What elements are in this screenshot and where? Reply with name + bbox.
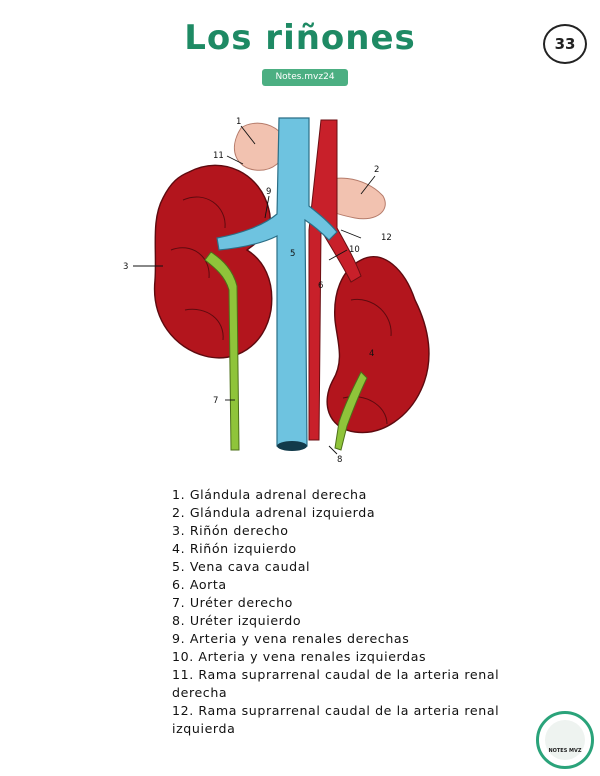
callout-1: 1 (236, 117, 241, 127)
legend-item: 9. Arteria y vena renales derechas (172, 631, 410, 646)
kidney-illustration: 1 2 3 4 5 6 7 8 9 10 11 12 (123, 117, 430, 465)
page-number: 33 (543, 24, 587, 64)
legend-item: 10. Arteria y vena renales izquierdas (172, 649, 427, 664)
callout-3: 3 (123, 262, 128, 272)
left-ureter (334, 371, 368, 451)
logo-emblem (545, 720, 585, 760)
author-tag: Notes.mvz24 (262, 69, 348, 86)
legend-item: 7. Uréter derecho (172, 595, 293, 610)
callout-5: 5 (290, 249, 295, 259)
right-ureter (204, 251, 240, 451)
logo-text: NOTES MVZ (548, 748, 582, 754)
notes-mvz-logo: NOTES MVZ (536, 711, 594, 769)
callout-12: 12 (381, 233, 392, 243)
callout-2: 2 (374, 165, 379, 175)
legend-item: 5. Vena cava caudal (172, 559, 311, 574)
callout-4: 4 (369, 349, 374, 359)
legend-item: 6. Aorta (172, 577, 227, 592)
legend-item: 1. Glándula adrenal derecha (172, 487, 367, 502)
legend-item: 11. Rama suprarrenal caudal de la arteri… (172, 667, 500, 700)
right-adrenal-gland (233, 122, 286, 171)
legend-item: 2. Glándula adrenal izquierda (172, 505, 376, 520)
callout-6: 6 (318, 281, 323, 291)
left-kidney (326, 255, 430, 434)
callout-10: 10 (349, 245, 360, 255)
legend-list: 1. Glándula adrenal derecha 2. Glándula … (172, 486, 512, 738)
legend-item: 8. Uréter izquierdo (172, 613, 302, 628)
page-title: Los riñones (184, 18, 416, 58)
legend-item: 4. Riñón izquierdo (172, 541, 297, 556)
legend-item: 12. Rama suprarrenal caudal de la arteri… (172, 703, 500, 736)
legend-item: 3. Riñón derecho (172, 523, 289, 538)
callout-8: 8 (337, 455, 342, 465)
callout-11: 11 (213, 151, 224, 161)
callout-9: 9 (266, 187, 271, 197)
callout-7: 7 (213, 396, 218, 406)
